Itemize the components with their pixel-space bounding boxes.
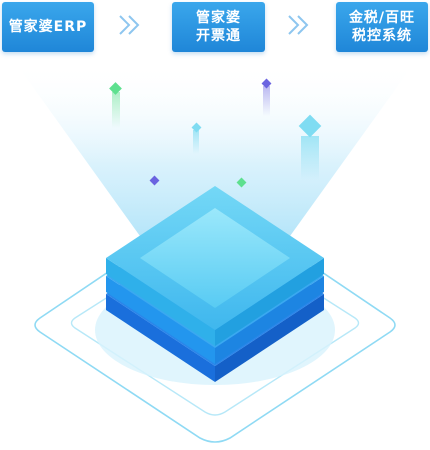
step-box-tax: 金税/百旺 税控系统: [336, 2, 428, 52]
accent-pillar-green: [112, 92, 120, 128]
stack-bottom-side-right: [215, 294, 324, 382]
stack-middle-side-left: [106, 276, 215, 364]
step-invoice-line-2: 开票通: [196, 28, 241, 44]
stack-top-side-left: [106, 258, 215, 346]
step-box-erp: 管家婆ERP: [2, 2, 94, 52]
accent-pillar-cyan-large: [301, 136, 319, 180]
accent-dot-green: [236, 177, 247, 188]
step-tax-line-2: 税控系统: [352, 28, 412, 44]
step-box-invoice: 管家婆 开票通: [172, 2, 265, 52]
stack-top-inner: [140, 208, 290, 308]
platform-outer-ring: [34, 205, 396, 443]
accent-dot-purple: [149, 175, 160, 186]
platform-inner-ring: [70, 231, 360, 416]
double-chevron-right-icon: [119, 15, 140, 35]
step-tax-line-1: 金税/百旺: [348, 10, 416, 26]
accent-pillar-purple: [263, 86, 270, 116]
stack-bottom-side-left: [106, 294, 215, 382]
accent-pillar-cyan-small: [193, 130, 199, 154]
step-invoice-line-1: 管家婆: [196, 10, 241, 26]
step-erp-label: 管家婆ERP: [8, 19, 88, 35]
stack-top-side-right: [215, 258, 324, 346]
double-chevron-right-icon: [288, 15, 309, 35]
stack-middle-side-right: [215, 276, 324, 364]
accent-diamond-cyan-small: [191, 122, 202, 133]
